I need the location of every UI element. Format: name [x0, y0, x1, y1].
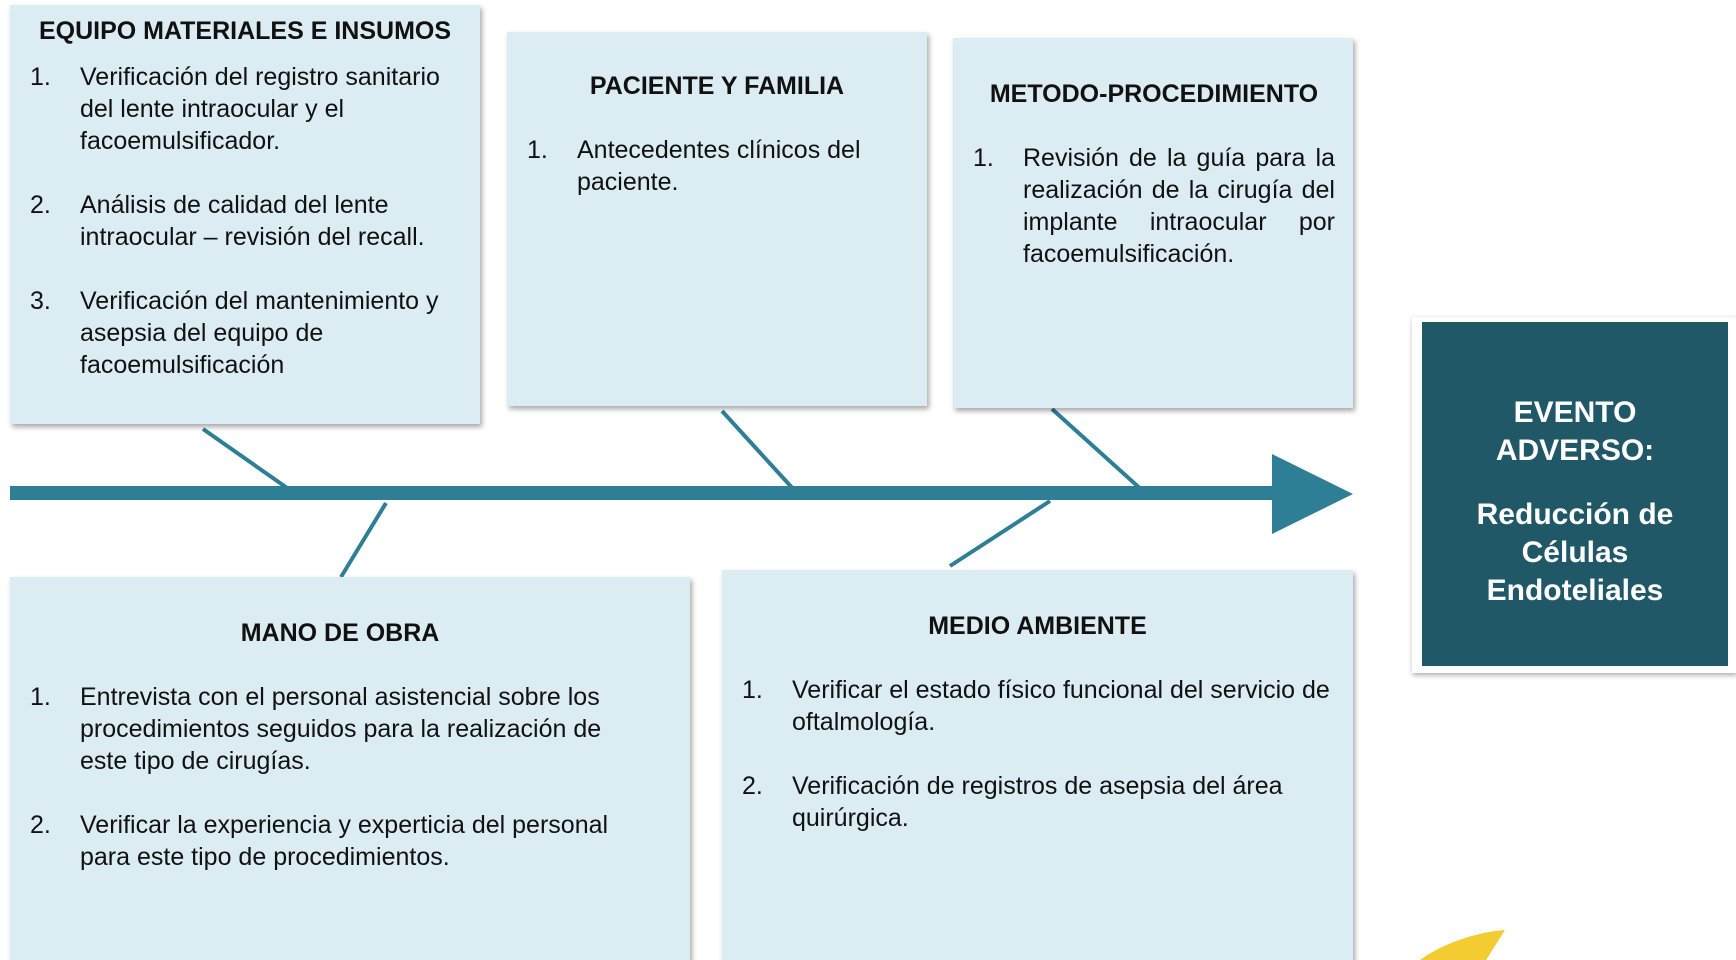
cause-item: 1. Antecedentes clínicos del paciente.: [527, 134, 907, 198]
cause-number: 1.: [30, 63, 51, 91]
cause-list-medio: 1. Verificar el estado físico funcional …: [742, 674, 1333, 834]
event-box: EVENTO ADVERSO: Reducción de Células End…: [1422, 322, 1728, 666]
bone-equipo: [201, 427, 292, 492]
category-box-metodo: METODO-PROCEDIMIENTO 1. Revisión de la g…: [953, 38, 1353, 408]
cause-text: Verificación del mantenimiento y asepsia…: [80, 287, 439, 379]
cause-item: 2. Verificar la experiencia y experticia…: [30, 809, 650, 873]
cause-list-paciente: 1. Antecedentes clínicos del paciente.: [527, 134, 907, 198]
cause-number: 1.: [30, 683, 51, 711]
corner-logo-shape: [1420, 930, 1505, 960]
cause-item: 3. Verificación del mantenimiento y asep…: [30, 285, 460, 381]
cause-item: 2. Verificación de registros de asepsia …: [742, 770, 1333, 834]
category-box-equipo: EQUIPO MATERIALES E INSUMOS 1. Verificac…: [10, 5, 480, 424]
cause-text: Verificar la experiencia y experticia de…: [80, 811, 609, 871]
bone-mano: [339, 501, 388, 579]
cause-text: Verificar el estado físico funcional del…: [792, 676, 1330, 736]
event-subtitle: Reducción de Células Endoteliales: [1476, 498, 1674, 607]
cause-number: 2.: [742, 772, 763, 800]
category-title-equipo: EQUIPO MATERIALES E INSUMOS: [38, 17, 452, 45]
category-title-paciente: PACIENTE Y FAMILIA: [589, 72, 845, 100]
cause-number: 2.: [30, 811, 51, 839]
category-title-metodo: METODO-PROCEDIMIENTO: [989, 80, 1319, 108]
cause-item: 1. Verificación del registro sanitario d…: [30, 61, 460, 157]
category-box-paciente: PACIENTE Y FAMILIA 1. Antecedentes clíni…: [507, 32, 927, 406]
cause-item: 2. Análisis de calidad del lente intraoc…: [30, 189, 460, 253]
category-title-mano: MANO DE OBRA: [240, 619, 440, 647]
category-title-medio: MEDIO AMBIENTE: [928, 612, 1147, 640]
cause-list-metodo: 1. Revisión de la guía para la realizaci…: [973, 142, 1335, 270]
bone-medio: [948, 499, 1052, 568]
cause-text: Verificación de registros de asepsia del…: [792, 772, 1283, 832]
cause-number: 1.: [973, 144, 994, 172]
category-box-medio: MEDIO AMBIENTE 1. Verificar el estado fí…: [722, 570, 1353, 960]
cause-text: Antecedentes clínicos del paciente.: [577, 136, 861, 196]
cause-text: Entrevista con el personal asistencial s…: [80, 683, 602, 775]
cause-number: 2.: [30, 191, 51, 219]
cause-number: 1.: [527, 136, 548, 164]
cause-text: Revisión de la guía para la realización …: [1023, 144, 1335, 268]
cause-item: 1. Verificar el estado físico funcional …: [742, 674, 1333, 738]
category-box-mano: MANO DE OBRA 1. Entrevista con el person…: [10, 577, 690, 960]
cause-text: Verificación del registro sanitario del …: [80, 63, 440, 155]
cause-number: 1.: [742, 676, 763, 704]
cause-item: 1. Revisión de la guía para la realizaci…: [973, 142, 1335, 270]
cause-list-mano: 1. Entrevista con el personal asistencia…: [30, 681, 650, 873]
cause-item: 1. Entrevista con el personal asistencia…: [30, 681, 650, 777]
bone-metodo: [1050, 407, 1145, 493]
bone-paciente: [720, 409, 798, 494]
cause-number: 3.: [30, 287, 51, 315]
cause-text: Análisis de calidad del lente intraocula…: [80, 191, 425, 251]
event-title: EVENTO ADVERSO:: [1495, 396, 1655, 467]
spine-arrowhead: [1272, 454, 1353, 534]
cause-list-equipo: 1. Verificación del registro sanitario d…: [30, 61, 460, 381]
